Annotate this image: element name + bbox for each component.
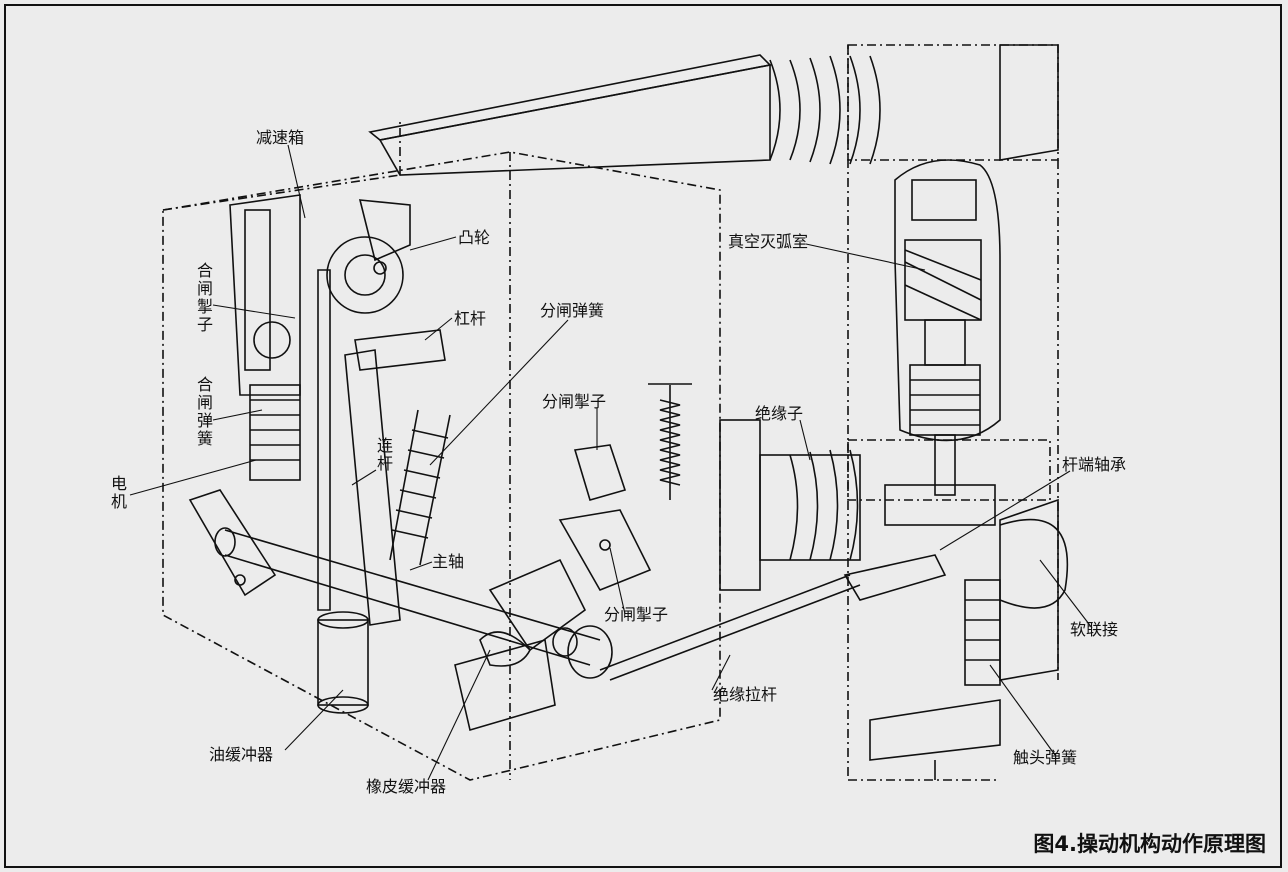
label-lever: 杠杆 — [454, 309, 487, 328]
figure-border — [4, 4, 1282, 868]
reduction-box-body — [229, 194, 411, 396]
label-opening-spring-top: 分闸弹簧 — [540, 301, 605, 320]
label-closing-spring: 合闸弹簧 — [194, 376, 213, 448]
label-oil-buffer: 油缓冲器 — [209, 745, 274, 764]
mechanism-housing — [162, 120, 721, 781]
linkage — [317, 269, 446, 626]
vacuum-interrupter-body — [894, 159, 1001, 442]
label-opening-latch-top: 分闸掣子 — [542, 392, 607, 411]
label-flexible-connection: 软联接 — [1070, 620, 1119, 639]
pole-frame-side — [999, 44, 1059, 681]
oil-buffer-body — [317, 611, 369, 714]
label-rubber-buffer: 橡皮缓冲器 — [366, 777, 447, 796]
label-cam: 凸轮 — [458, 228, 491, 247]
lever-arm — [188, 489, 277, 597]
label-rod-end-bearing: 杆端轴承 — [1062, 455, 1127, 474]
label-insulated-pull-rod: 绝缘拉杆 — [713, 685, 778, 704]
label-main-shaft: 主轴 — [432, 552, 465, 571]
label-reduction-box: 减速箱 — [256, 128, 305, 147]
opening-latch-body — [558, 383, 692, 592]
label-connecting-rod: 连杆 — [374, 437, 393, 473]
insulator-body — [719, 419, 861, 591]
contact-assembly — [843, 434, 1069, 780]
pull-rod — [599, 574, 861, 681]
rubber-buffer-bracket — [454, 558, 587, 732]
leader-lines — [129, 144, 1093, 781]
upper-bellows — [769, 55, 881, 165]
label-closing-latch: 合闸掣子 — [194, 262, 213, 334]
label-insulator: 绝缘子 — [755, 404, 804, 423]
figure-caption: 图4.操动机构动作原理图 — [1033, 832, 1266, 856]
label-opening-latch-bottom: 分闸掣子 — [604, 605, 669, 624]
label-vacuum-interrupter: 真空灭弧室 — [728, 232, 809, 251]
pole-frame — [847, 44, 1059, 781]
closing-spring-body — [249, 384, 301, 481]
main-shaft-body — [214, 527, 613, 679]
cam-body — [253, 236, 404, 359]
top-bus-bar — [368, 54, 772, 176]
label-contact-spring: 触头弹簧 — [1013, 748, 1078, 767]
label-motor: 电机 — [108, 475, 127, 511]
opening-spring-body — [389, 409, 451, 566]
